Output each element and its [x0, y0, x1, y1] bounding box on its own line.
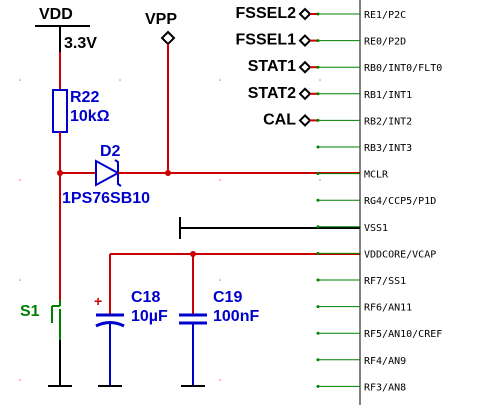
c18-ref: C18 [131, 289, 160, 306]
ic-pin[interactable]: RB3/INT3 [316, 143, 413, 154]
c19-value: 100nF [213, 308, 259, 325]
c18-value: 10µF [131, 308, 168, 325]
ic-pin[interactable]: RB2/INT2 [316, 116, 413, 127]
switch-s1[interactable]: S1 [20, 300, 61, 340]
port-diamond [298, 7, 312, 21]
pin-end-dot [316, 305, 320, 309]
pin-label: VDDCORE/VCAP [364, 249, 436, 260]
capacitor-c18[interactable]: + C18 10µF [94, 289, 168, 328]
ic-pin[interactable]: RE1/P2C [316, 10, 407, 21]
pin-label: RF3/AN8 [364, 382, 406, 393]
pin-label: RB0/INT0/FLT0 [364, 63, 442, 74]
vdd-value-label: 3.3V [64, 35, 97, 52]
ic-pin[interactable]: VDDCORE/VCAP [316, 249, 437, 260]
diode-d2[interactable]: D2 1PS76SB10 [60, 143, 360, 207]
pins-group: RE1/P2C RE0/P2D RB0/INT0/FLT0RB1/INT1RB2/I… [316, 10, 443, 393]
pin-end-dot [316, 225, 320, 229]
ic-pin[interactable]: RG4/CCP5/P1D [316, 196, 437, 207]
port-label: STAT1 [248, 58, 296, 75]
pin-end-dot [316, 12, 320, 16]
pin-end-dot [316, 65, 320, 69]
pin-label: RB3/INT3 [364, 143, 412, 154]
pin-label: MCLR [364, 170, 389, 181]
port-diamond [298, 113, 312, 127]
pin-label: RG4/CCP5/P1D [364, 196, 436, 207]
c19-ref: C19 [213, 289, 242, 306]
port-diamond [298, 34, 312, 48]
ic-pin[interactable]: RF4/AN9 [316, 356, 407, 367]
capacitor-c19[interactable]: C19 100nF [179, 289, 259, 325]
d2-value: 1PS76SB10 [62, 190, 150, 207]
c18-polarity: + [94, 293, 102, 309]
port-label: CAL [263, 111, 296, 128]
pin-end-dot [316, 358, 320, 362]
pin-end-dot [316, 278, 320, 282]
ic-pin[interactable]: MCLR [316, 170, 390, 181]
port-label: FSSEL1 [236, 32, 297, 49]
pin-end-dot [316, 251, 320, 255]
pin-label: RF7/SS1 [364, 276, 406, 287]
c18-plate-bottom [95, 321, 125, 328]
ic-pin[interactable]: RF7/SS1 [316, 276, 407, 287]
port-label: STAT2 [248, 85, 296, 102]
d2-ref: D2 [100, 143, 121, 160]
diode-triangle [95, 159, 121, 187]
pin-end-dot [316, 118, 320, 122]
vdd-net: VDD 3.3V [35, 6, 97, 90]
resistor-body [52, 89, 68, 133]
pin-end-dot [316, 39, 320, 43]
vpp-label: VPP [145, 11, 177, 28]
vpp-port[interactable]: VPP [145, 11, 177, 173]
port-stat2[interactable]: STAT2 [248, 85, 318, 102]
vpp-port-diamond [160, 30, 176, 46]
s1-ref: S1 [20, 303, 40, 320]
port-fssel2[interactable]: FSSEL2 [236, 5, 318, 22]
port-diamond [298, 60, 312, 74]
pin-end-dot [316, 331, 320, 335]
junction-dot-vcap [190, 251, 196, 257]
port-label: FSSEL2 [236, 5, 297, 22]
resistor-r22[interactable]: R22 10kΩ [52, 89, 110, 133]
pin-label: RF5/AN10/CREF [364, 329, 442, 340]
port-stat1[interactable]: STAT1 [248, 58, 318, 75]
pin-end-dot [316, 172, 320, 176]
port-diamond [298, 87, 312, 101]
ic-pin[interactable]: RE0/P2D [316, 37, 407, 48]
port-fssel1[interactable]: FSSEL1 [236, 32, 318, 49]
ic-pin[interactable]: RB0/INT0/FLT0 [316, 63, 443, 74]
vdd-label: VDD [39, 6, 73, 23]
pin-end-dot [316, 145, 320, 149]
junction-dot-vpp [165, 170, 171, 176]
ic-pin[interactable]: VSS1 [316, 223, 389, 234]
pin-label: RE1/P2C [364, 10, 406, 21]
pin-label: RF4/AN9 [364, 356, 406, 367]
r22-ref: R22 [70, 89, 99, 106]
pin-label: RB1/INT1 [364, 90, 412, 101]
pin-end-dot [316, 384, 320, 388]
pin-end-dot [316, 92, 320, 96]
ic-pin[interactable]: RF5/AN10/CREF [316, 329, 443, 340]
ic-pin[interactable]: RF3/AN8 [316, 382, 407, 393]
r22-value: 10kΩ [70, 108, 110, 125]
port-cal[interactable]: CAL [263, 111, 318, 128]
pin-label: RE0/P2D [364, 37, 406, 48]
pin-label: RB2/INT2 [364, 116, 412, 127]
pin-end-dot [316, 198, 320, 202]
pin-label: RF6/AN11 [364, 303, 412, 314]
junction-dot-left [57, 170, 63, 176]
pin-label: VSS1 [364, 223, 388, 234]
ic-pin[interactable]: RF6/AN11 [316, 303, 413, 314]
ic-pin[interactable]: RB1/INT1 [316, 90, 413, 101]
